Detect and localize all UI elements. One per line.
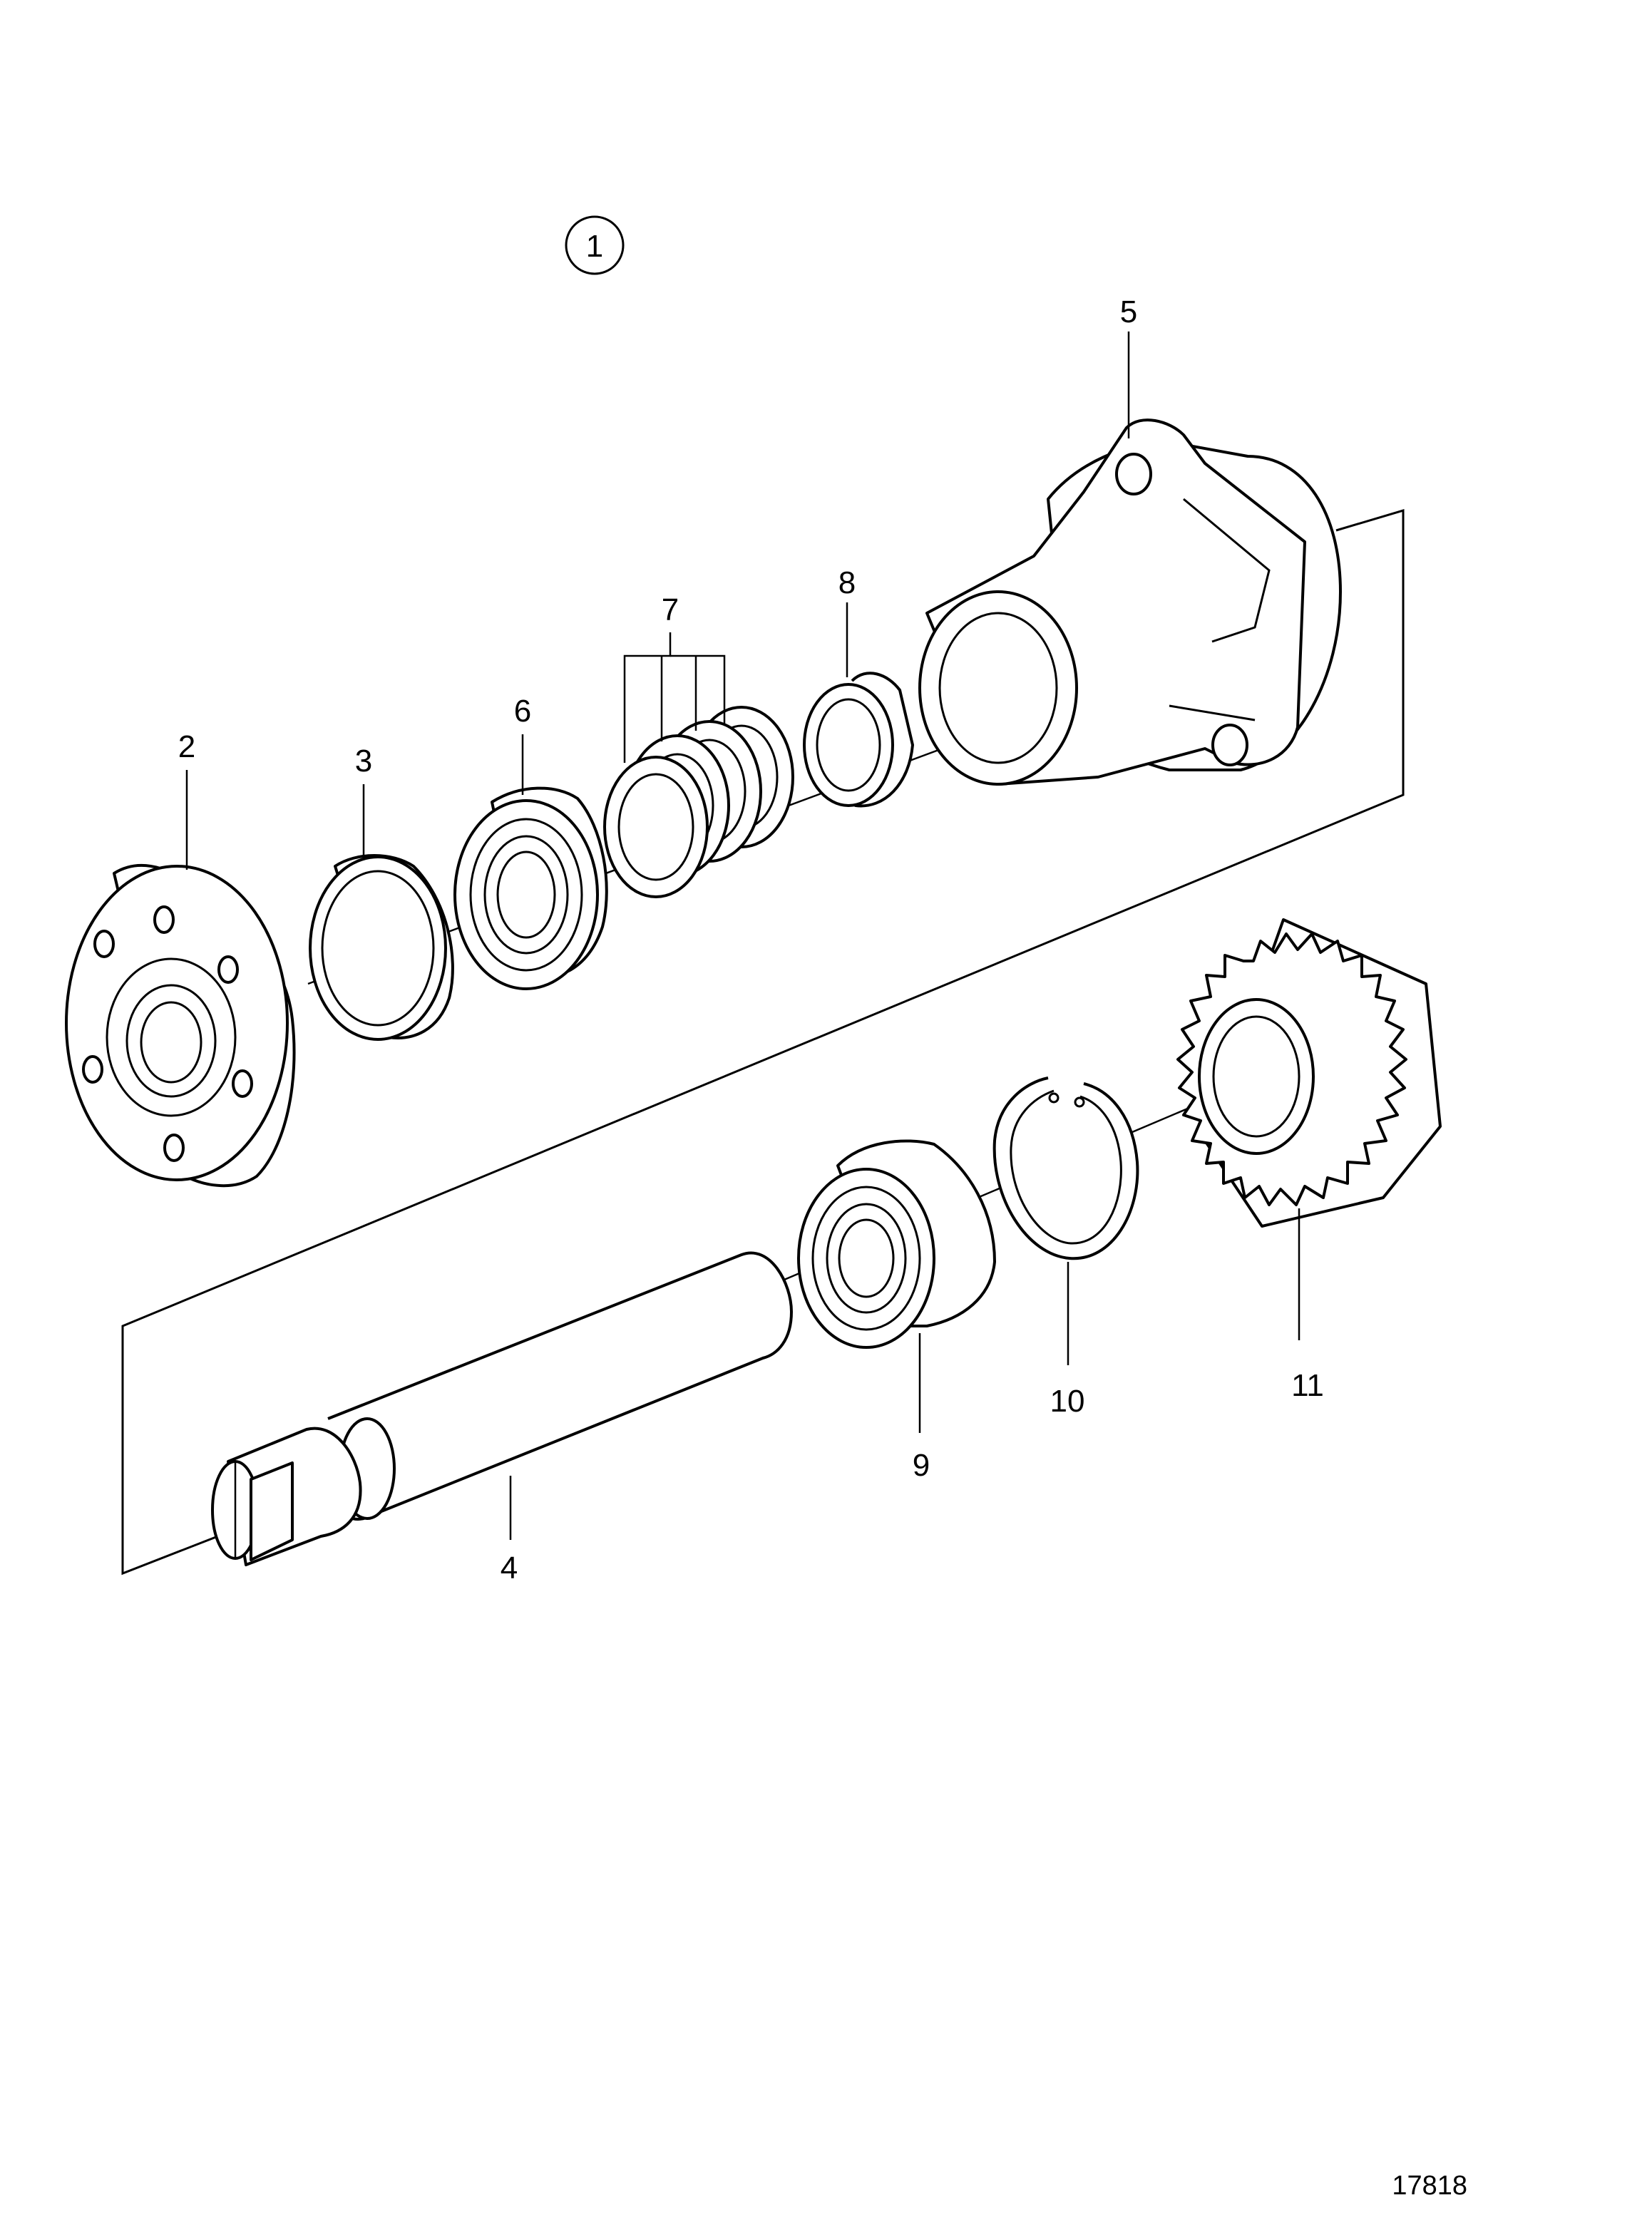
gear — [1176, 918, 1442, 1228]
callout-11: 11 — [1291, 1368, 1324, 1403]
callout-2: 2 — [178, 729, 195, 764]
callout-3: 3 — [355, 744, 372, 778]
lower-bearing — [797, 1139, 996, 1349]
ring — [309, 854, 454, 1041]
callout-7: 7 — [662, 592, 679, 627]
seal-rings — [603, 706, 794, 898]
callout-10: 10 — [1050, 1384, 1085, 1419]
callout-4: 4 — [501, 1551, 518, 1586]
upper-bearing — [453, 786, 608, 990]
shaft — [211, 1251, 793, 1566]
leader-lines — [185, 332, 1300, 1540]
callout-5: 5 — [1120, 294, 1137, 329]
assembly-bracket — [121, 508, 1405, 1576]
sleeve — [803, 672, 914, 808]
flange — [65, 863, 296, 1188]
circlip — [992, 1076, 1139, 1260]
housing — [918, 418, 1342, 786]
callout-8: 8 — [838, 565, 856, 600]
group-marker-label: 1 — [586, 229, 603, 264]
callout-9: 9 — [913, 1448, 930, 1483]
callout-6: 6 — [514, 694, 531, 729]
reference-number: 17818 — [1392, 2171, 1467, 2201]
group-marker: 1 — [565, 215, 625, 275]
